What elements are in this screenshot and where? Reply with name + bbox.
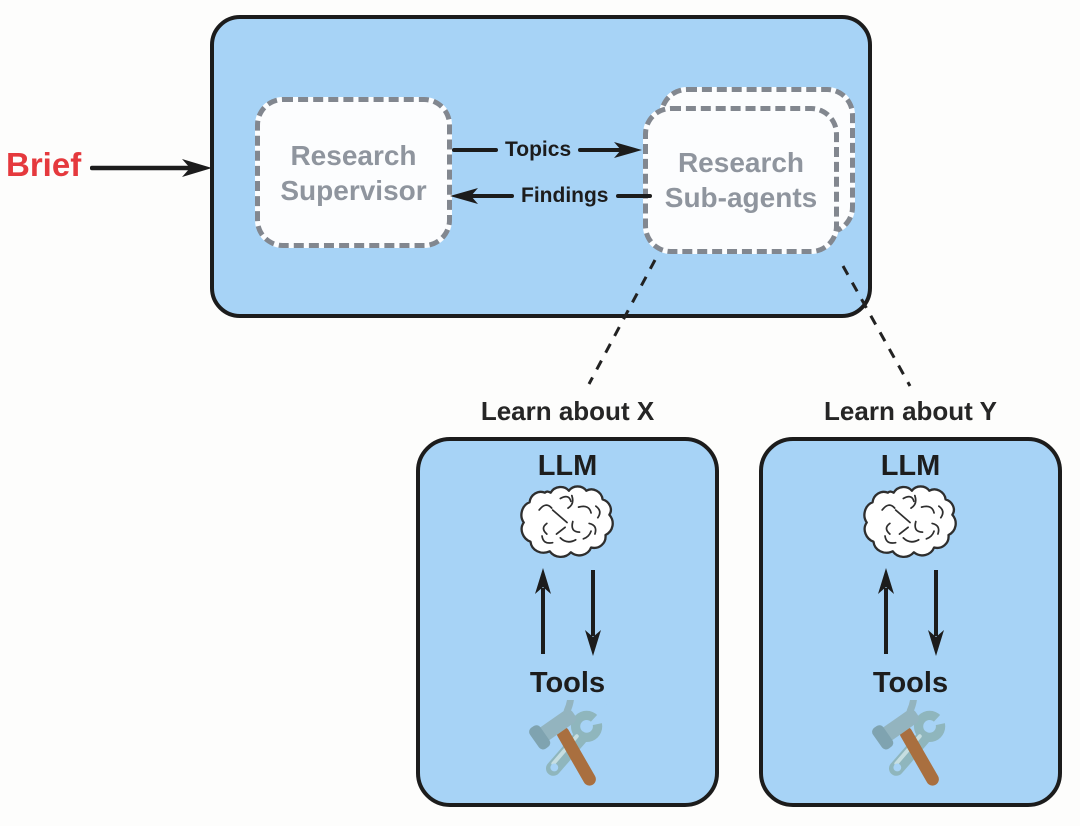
research-supervisor-box: Research Supervisor <box>255 97 452 248</box>
supervisor-label-line1: Research <box>290 139 417 171</box>
llm-label: LLM <box>537 450 598 482</box>
topics-label: Topics <box>505 138 572 161</box>
branch-title-x: Learn about X <box>480 396 655 426</box>
topics-arrow-line <box>452 148 498 152</box>
llm-tools-arrows <box>534 566 602 658</box>
supervisor-label-line2: Supervisor <box>280 174 427 206</box>
findings-arrow: Findings <box>450 185 652 207</box>
brief-label: Brief <box>6 146 82 183</box>
brain-icon <box>862 485 957 559</box>
tools-label: Tools <box>529 667 606 699</box>
down-arrow-icon <box>584 570 601 656</box>
down-arrow-icon <box>927 570 944 656</box>
subagents-label-line2: Sub-agents <box>664 182 818 213</box>
up-arrow-icon <box>534 568 551 654</box>
tools-label: Tools <box>872 667 949 699</box>
connector-right-dashed-line <box>841 265 912 387</box>
findings-arrow-line <box>615 194 652 198</box>
research-subagents-box: Research Sub-agents <box>643 106 839 254</box>
findings-arrowhead-icon <box>450 188 514 204</box>
subagent-card-y: LLM Tools <box>759 437 1062 807</box>
llm-label: LLM <box>880 450 941 482</box>
topics-arrow: Topics <box>452 138 643 161</box>
topics-arrowhead-icon <box>578 142 643 158</box>
brain-icon <box>519 485 614 559</box>
findings-label: Findings <box>521 184 609 207</box>
up-arrow-icon <box>877 568 894 654</box>
branch-title-y: Learn about Y <box>824 396 997 426</box>
subagents-label-line1: Research <box>677 147 805 178</box>
connector-left-dashed-line <box>587 259 657 385</box>
hammer-wrench-icon <box>871 700 957 786</box>
subagent-card-x: LLM Tools <box>416 437 719 807</box>
brief-right-arrow-icon <box>90 159 212 177</box>
llm-tools-arrows <box>877 566 945 658</box>
hammer-wrench-icon <box>528 700 614 786</box>
